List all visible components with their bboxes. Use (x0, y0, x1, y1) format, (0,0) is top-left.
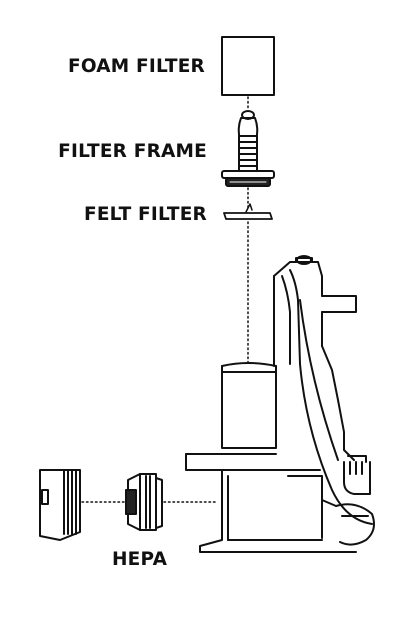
vacuum-body (185, 255, 375, 553)
felt-filter-part (223, 203, 273, 220)
filter-frame-label: FILTER FRAME (58, 141, 207, 162)
foam-filter-label: FOAM FILTER (68, 56, 205, 77)
foam-filter-part (221, 36, 275, 96)
hepa-label: HEPA (112, 549, 168, 570)
hepa-end-cap (39, 469, 81, 541)
felt-filter-label: FELT FILTER (83, 204, 207, 225)
hepa-filter-part (125, 473, 163, 531)
filter-frame-part (221, 110, 275, 187)
